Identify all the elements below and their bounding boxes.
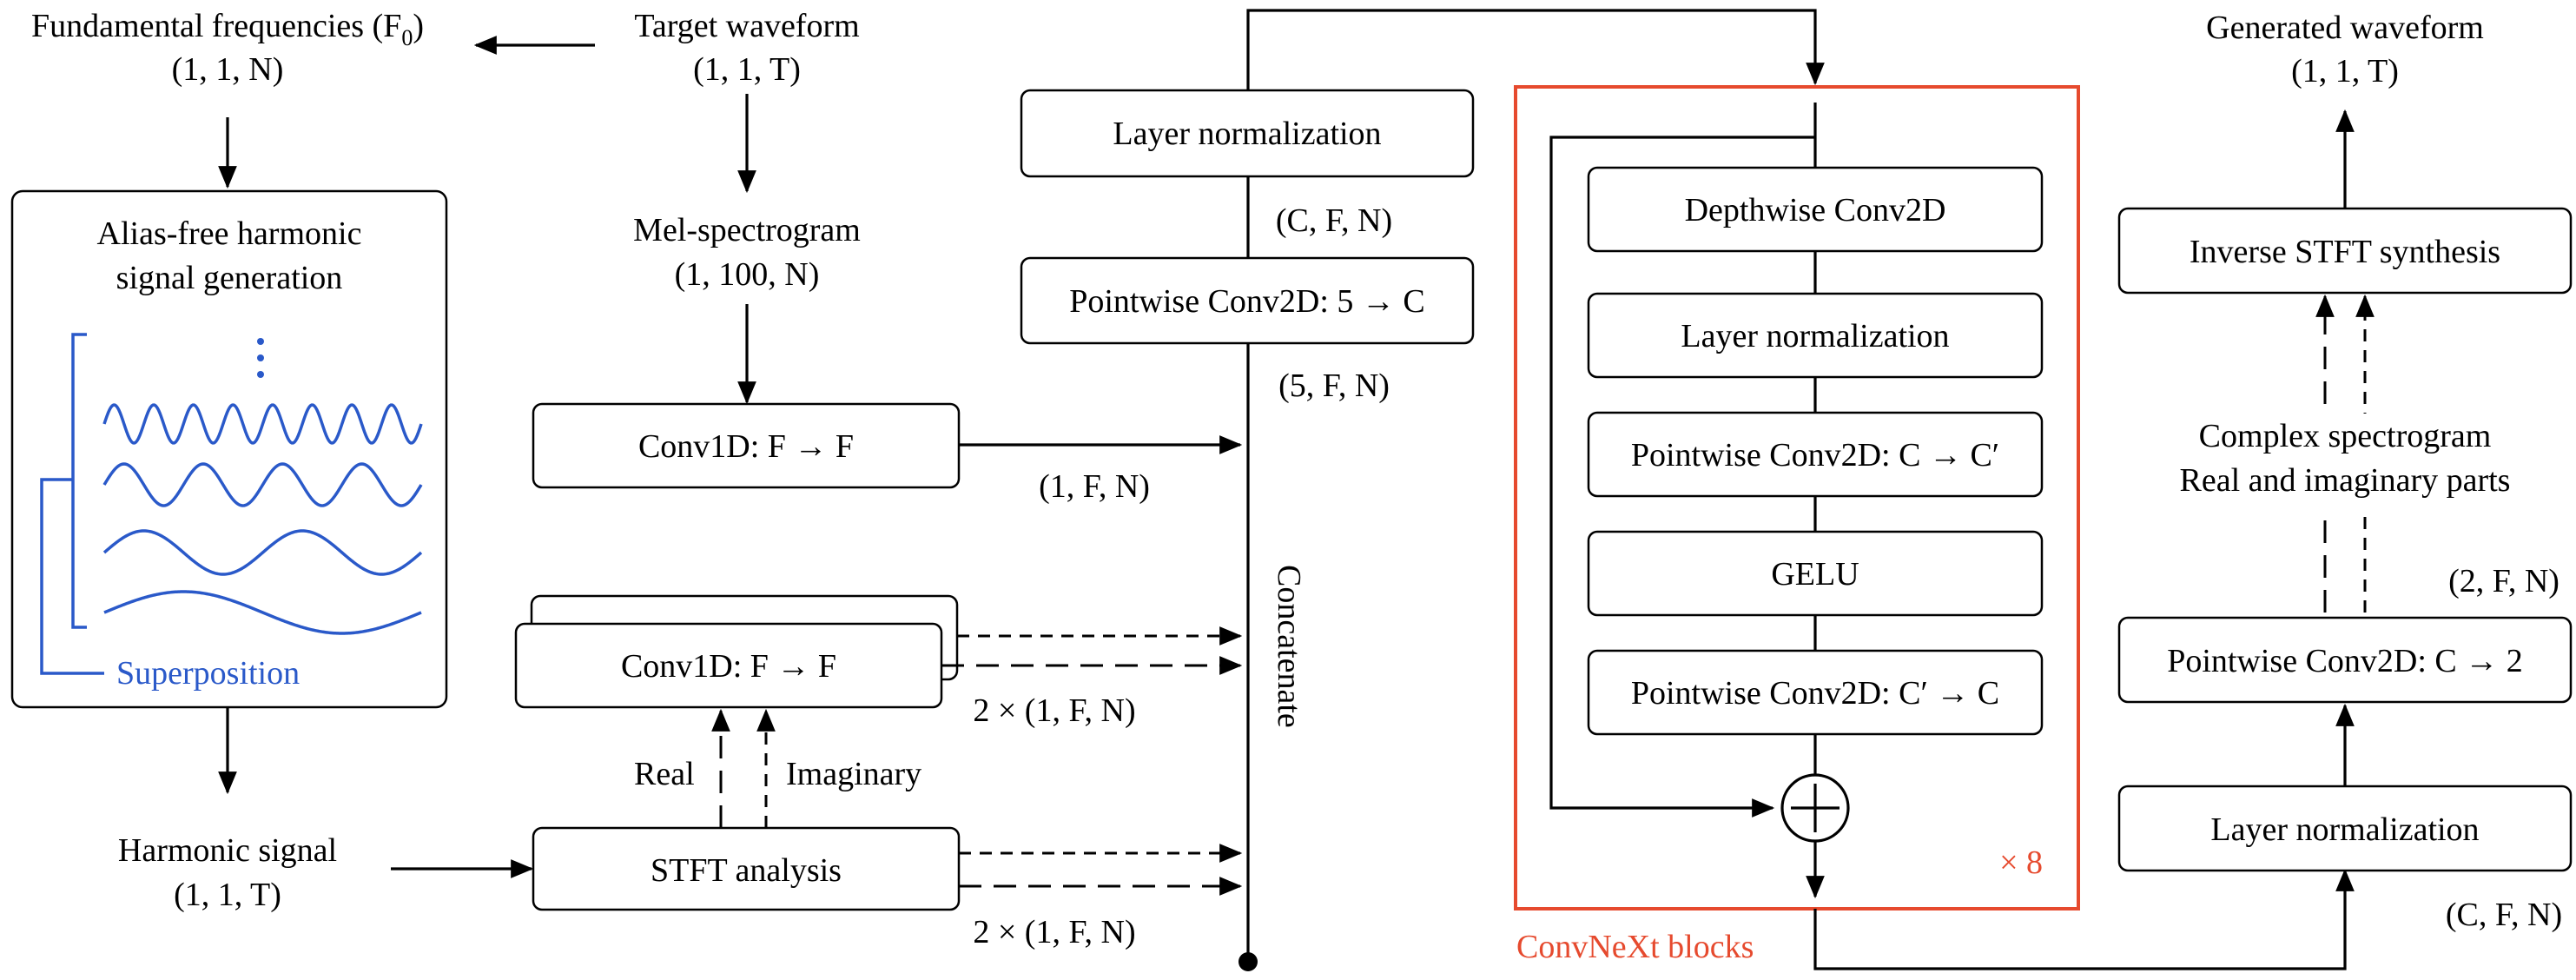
alias-free-box <box>10 189 448 709</box>
ln-shape: (C, F, N) <box>1276 202 1392 239</box>
complex-label-bg <box>2137 414 2553 509</box>
harmonic-wave-4 <box>103 590 422 635</box>
arrow-convnext-to-out-ln <box>1813 868 2355 970</box>
harmonic-wave-2 <box>102 462 423 507</box>
target-waveform-title: Target waveform <box>634 8 859 44</box>
target-waveform-shape: (1, 1, T) <box>693 51 801 88</box>
cfn-shape: (C, F, N) <box>2446 897 2562 933</box>
harmonic-wave-1 <box>102 403 423 445</box>
harmonic-title: Harmonic signal <box>118 832 337 869</box>
f0-shape: (1, 1, N) <box>172 51 284 88</box>
alias-title-2: signal generation <box>116 260 343 296</box>
convnext-frame <box>1514 85 2080 910</box>
pw-conv-5c-label: Pointwise Conv2D: 5 → C <box>1069 283 1425 320</box>
stft-shape: 2 × (1, F, N) <box>973 914 1135 950</box>
mel-title: Mel-spectrogram <box>633 212 861 248</box>
real-label: Real <box>634 756 695 792</box>
bracket-outer <box>40 478 104 675</box>
harmonic-shape: (1, 1, T) <box>174 877 281 913</box>
superposition-label: Superposition <box>116 655 300 692</box>
residual-connection <box>1549 136 1815 818</box>
conv1d-mel-label: Conv1D: F → F <box>638 428 854 465</box>
generated-waveform-title: Generated waveform <box>2206 10 2484 46</box>
dot-icon <box>257 354 264 361</box>
convnext-layer-norm-label: Layer normalization <box>1681 318 1949 354</box>
alias-title-1: Alias-free harmonic <box>97 215 362 252</box>
pw2-label: Pointwise Conv2D: C′ → C <box>1631 675 1999 712</box>
repeat-label: × 8 <box>1999 844 2043 881</box>
imaginary-label: Imaginary <box>786 756 921 792</box>
complex-label-1: Complex spectrogram <box>2199 418 2492 454</box>
pw-out-box <box>2117 616 2573 704</box>
harmonic-wave-3 <box>102 529 423 576</box>
pw1-label: Pointwise Conv2D: C → C′ <box>1631 437 1999 473</box>
layer-norm-mid-label: Layer normalization <box>1113 116 1381 152</box>
out-layer-norm-box <box>2117 785 2573 872</box>
out-layer-norm-label: Layer normalization <box>2210 811 2479 848</box>
istft-label: Inverse STFT synthesis <box>2190 234 2500 270</box>
conv1d-stack-shape: 2 × (1, F, N) <box>973 692 1135 729</box>
stft-analysis-box <box>532 826 961 911</box>
mel-shape: (1, 100, N) <box>675 256 820 293</box>
generated-waveform-shape: (1, 1, T) <box>2291 53 2399 89</box>
pw-out-label: Pointwise Conv2D: C → 2 <box>2167 643 2523 679</box>
conv1d-mel-shape: (1, F, N) <box>1039 468 1150 505</box>
complex-label-2: Real and imaginary parts <box>2180 462 2511 499</box>
stft-analysis-label: STFT analysis <box>651 852 842 889</box>
shape-2fn: (2, F, N) <box>2448 563 2559 599</box>
concatenate-label: Concatenate <box>1271 565 1307 728</box>
depthwise-label: Depthwise Conv2D <box>1685 192 1946 228</box>
convnext-caption: ConvNeXt blocks <box>1516 929 1754 965</box>
dot-icon <box>257 338 264 345</box>
pw-conv-shape: (5, F, N) <box>1278 368 1390 404</box>
gelu-label: GELU <box>1771 556 1859 593</box>
arrow-ln-to-convnext <box>1246 9 1825 90</box>
concatenate-dot <box>1238 952 1258 971</box>
conv1d-stack-label: Conv1D: F → F <box>621 648 836 685</box>
f0-title: Fundamental frequencies (F0) <box>31 8 424 50</box>
dot-icon <box>257 371 264 378</box>
